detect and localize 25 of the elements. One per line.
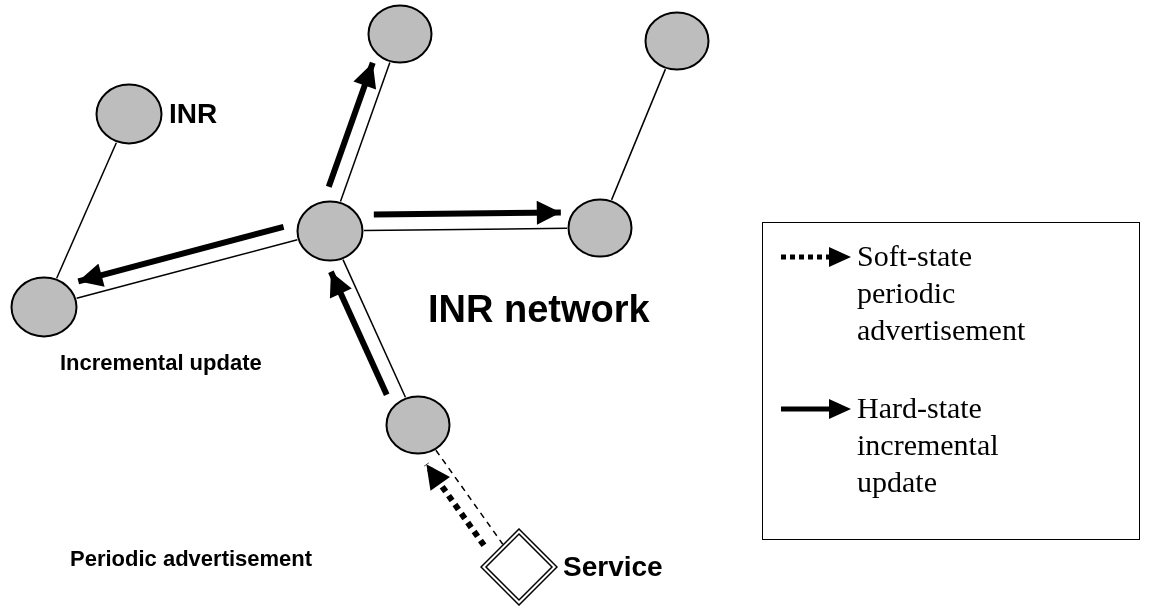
router-node xyxy=(10,276,78,338)
arrow xyxy=(77,223,285,287)
link-line xyxy=(55,142,118,279)
legend-text: Soft-state periodic advertisement xyxy=(857,238,1027,348)
router-node xyxy=(367,4,433,64)
arrow xyxy=(423,462,487,548)
link-line xyxy=(363,227,568,232)
arrow xyxy=(373,200,561,225)
link-line xyxy=(610,68,667,201)
network-title: INR network xyxy=(428,287,650,332)
link-line xyxy=(75,238,299,300)
node-label: INR xyxy=(169,97,218,131)
router-node xyxy=(567,198,633,258)
node-label: Service xyxy=(563,550,663,584)
arrow xyxy=(325,61,377,188)
link-line xyxy=(339,61,391,203)
link-line xyxy=(342,258,407,398)
router-node xyxy=(385,395,451,455)
router-node xyxy=(296,200,364,262)
legend-text: Hard-state incremental update xyxy=(857,390,1000,500)
annotation-text: Periodic advertisement xyxy=(70,545,313,573)
router-node xyxy=(644,11,710,71)
annotation-text: Incremental update xyxy=(60,349,262,377)
link-line xyxy=(435,449,504,545)
arrow xyxy=(328,270,390,396)
